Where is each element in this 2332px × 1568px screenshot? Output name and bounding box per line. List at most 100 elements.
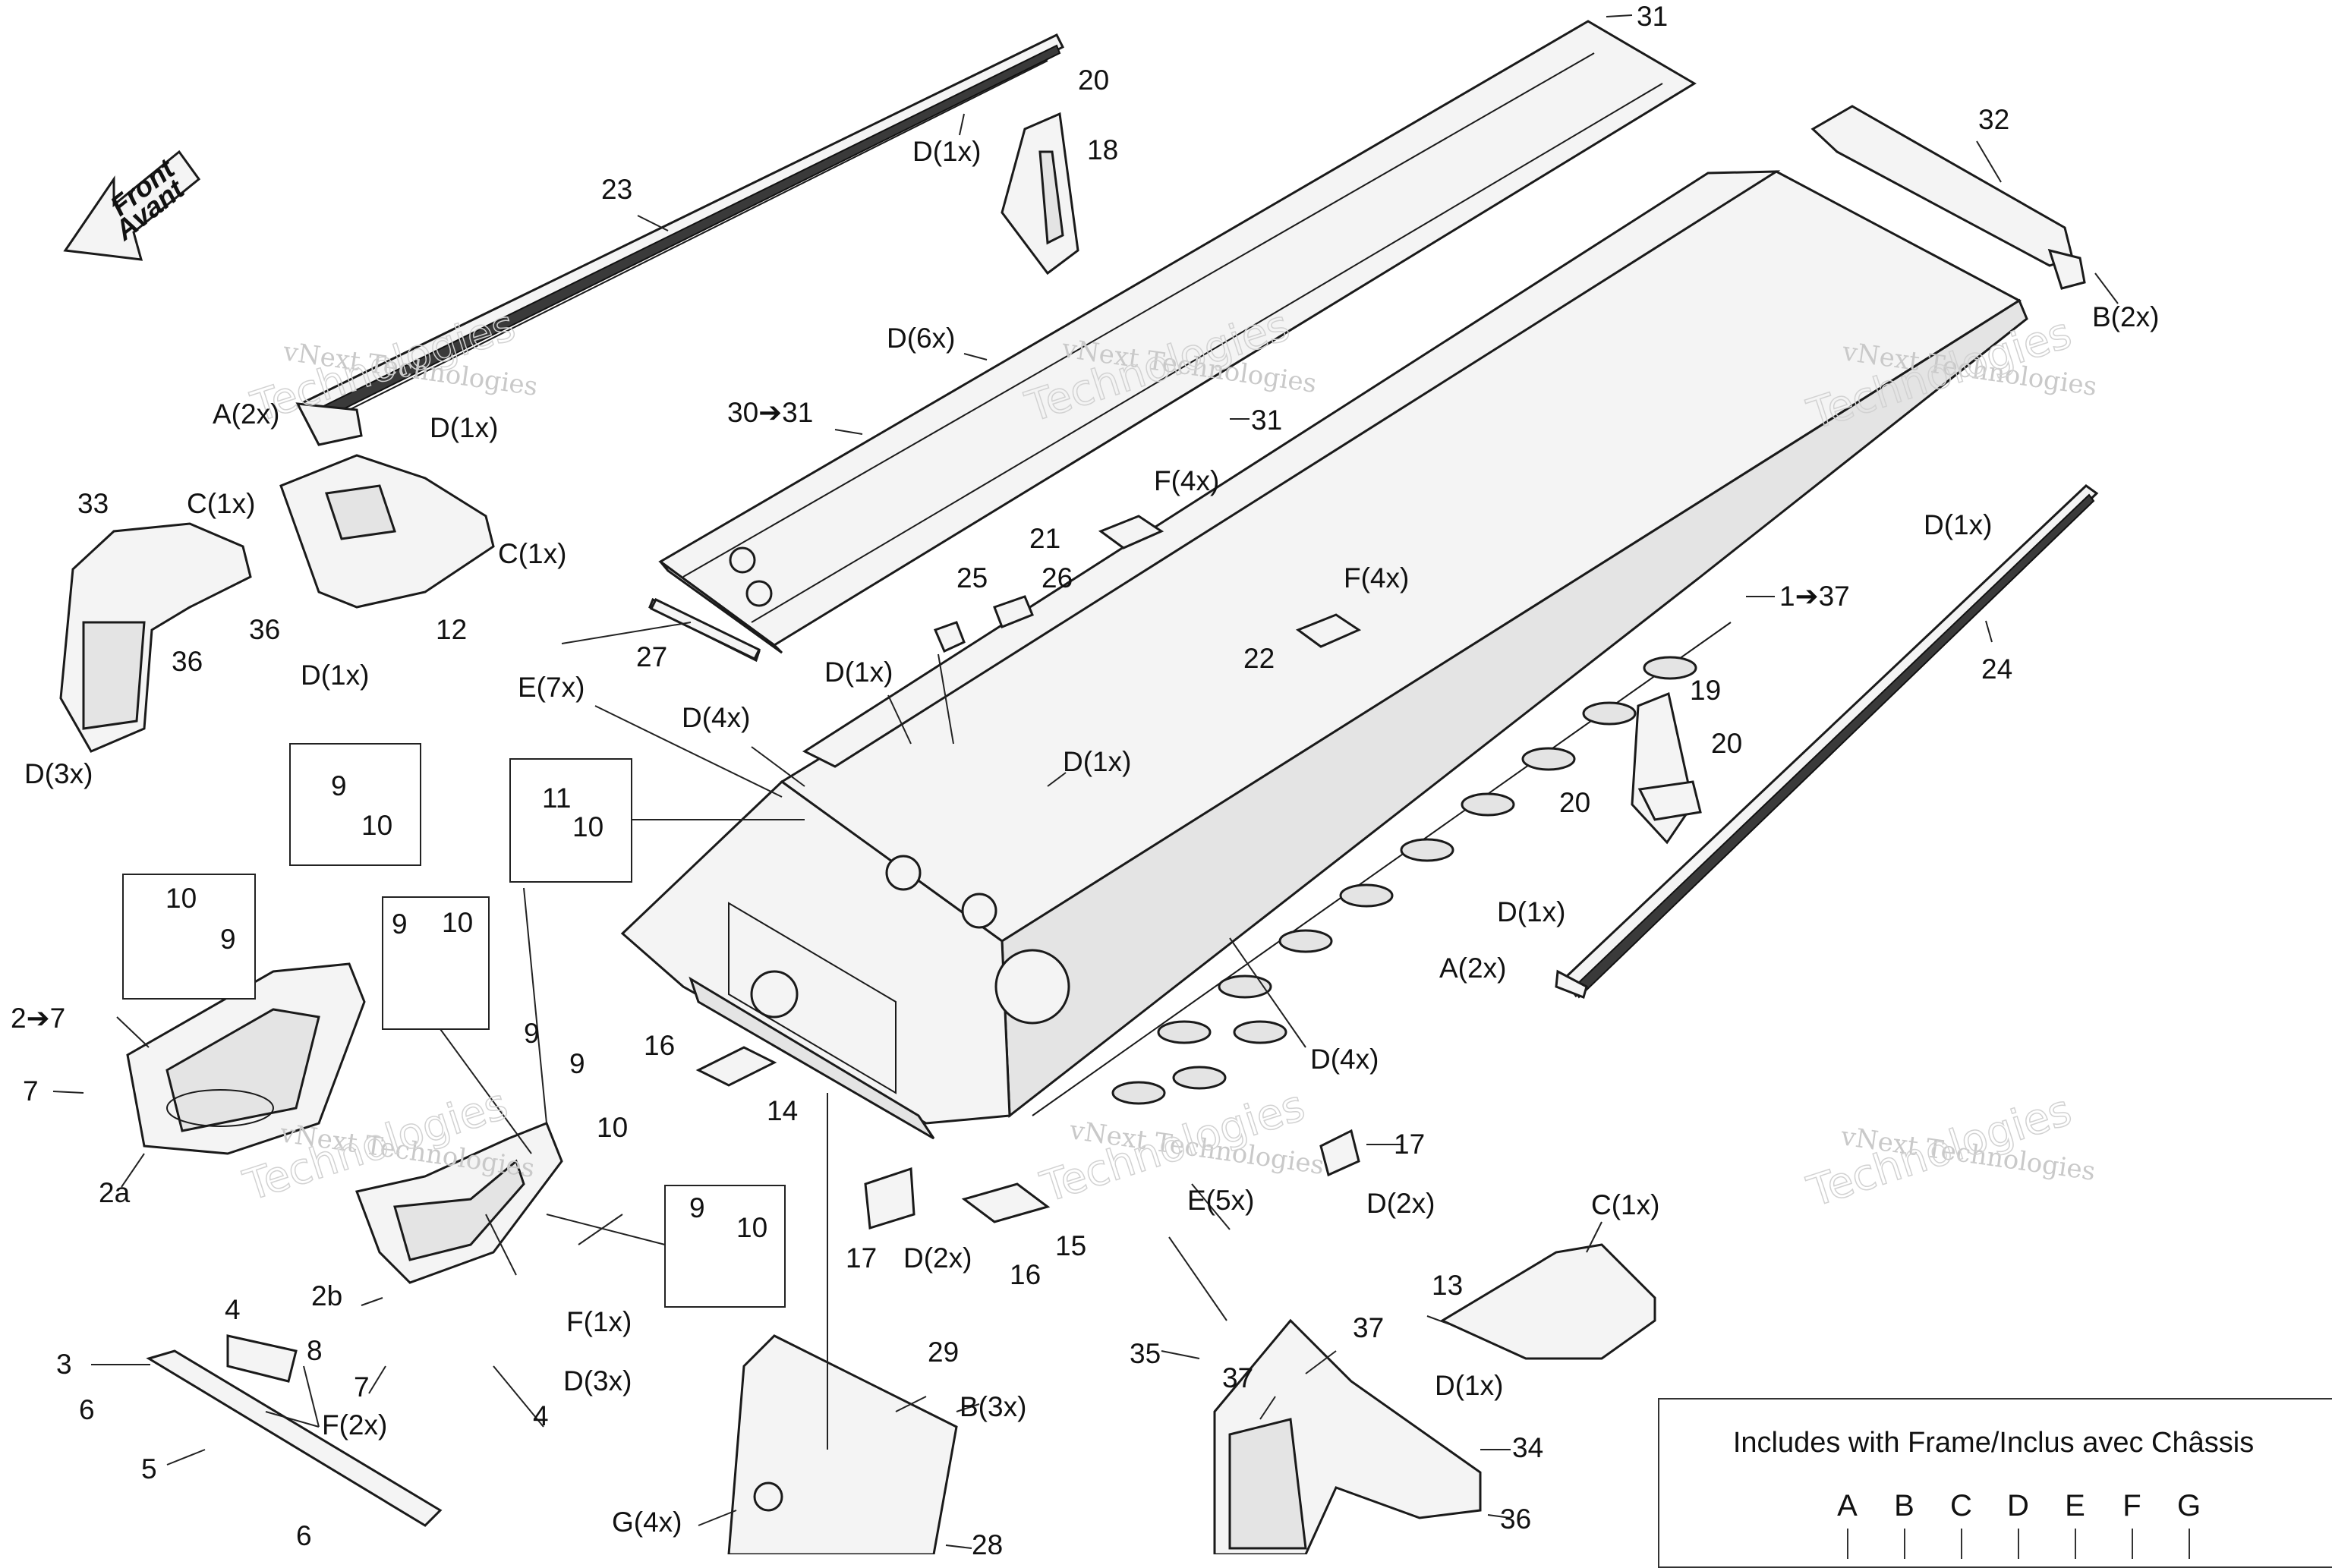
label-d2x-left: D(2x) [903, 1242, 972, 1274]
label-d1x-13: D(1x) [1435, 1370, 1503, 1401]
label-d3x-b: D(3x) [563, 1365, 632, 1396]
tunnel-1 [620, 170, 2028, 1140]
label-10-a: 10 [597, 1112, 628, 1143]
label-box1-10: 10 [361, 810, 392, 841]
label-30-31: 30➔31 [727, 397, 813, 428]
bar-3 [146, 1349, 443, 1527]
label-35: 35 [1130, 1338, 1161, 1369]
plate-15 [961, 1182, 1051, 1223]
label-21: 21 [1029, 523, 1060, 554]
hardware-box-9-10-a [289, 743, 421, 866]
legend-letter-b: B [1876, 1489, 1933, 1559]
label-f1x: F(1x) [566, 1306, 632, 1337]
label-box5-9: 9 [689, 1192, 705, 1223]
label-19: 19 [1690, 675, 1721, 706]
label-14: 14 [767, 1095, 798, 1126]
suspension-2b [355, 1122, 563, 1284]
label-box5-10: 10 [736, 1212, 767, 1243]
label-2-7: 2➔7 [11, 1003, 65, 1034]
label-d6x: D(6x) [887, 323, 955, 354]
part-25 [933, 621, 966, 653]
legend-letter-d: D [1990, 1489, 2047, 1559]
label-4-b: 4 [533, 1400, 549, 1431]
label-9-a: 9 [524, 1018, 540, 1049]
label-32: 32 [1978, 104, 2009, 135]
label-b3x: B(3x) [960, 1391, 1026, 1422]
label-7-b: 7 [354, 1371, 370, 1403]
label-d1x-right: D(1x) [1924, 509, 1992, 540]
rail-23 [295, 33, 1065, 446]
label-d1x-mid: D(1x) [824, 656, 893, 688]
bracket-33 [59, 522, 252, 753]
clip-21 [1098, 515, 1164, 549]
label-2a: 2a [99, 1177, 131, 1208]
label-a2x-right: A(2x) [1439, 952, 1506, 984]
label-8: 8 [307, 1335, 323, 1366]
label-34: 34 [1512, 1432, 1543, 1463]
label-20-b: 20 [1711, 728, 1742, 759]
label-28: 28 [972, 1529, 1003, 1554]
label-23: 23 [601, 174, 632, 205]
leader-lines [52, 14, 2119, 1549]
label-a2x-left: A(2x) [213, 398, 279, 430]
label-f4x-b: F(4x) [1344, 562, 1409, 594]
plate-14 [695, 1046, 777, 1087]
label-d1x-left: D(1x) [430, 412, 498, 443]
label-6-a: 6 [79, 1394, 95, 1425]
label-13: 13 [1432, 1270, 1463, 1301]
suspension-2a [126, 962, 366, 1155]
label-box4-9: 9 [392, 908, 408, 940]
label-22: 22 [1243, 643, 1275, 674]
tunnel-cutouts [1111, 656, 1697, 1105]
label-26: 26 [1042, 562, 1073, 594]
legend-letter-e: E [2047, 1489, 2104, 1559]
label-5: 5 [141, 1453, 157, 1485]
bracket-19 [1631, 691, 1702, 845]
label-d3x-a: D(3x) [24, 758, 93, 789]
bar-27 [649, 598, 761, 660]
label-20-c: 20 [1559, 787, 1590, 818]
hardware-box-10-9-a [122, 874, 256, 1000]
label-box1-9: 9 [331, 770, 347, 801]
label-31-top: 31 [1637, 1, 1668, 32]
label-f2x: F(2x) [322, 1409, 387, 1440]
label-20-top: 20 [1078, 65, 1109, 96]
legend-letter-f: F [2104, 1489, 2160, 1559]
legend-letter-c: C [1933, 1489, 1990, 1559]
label-g4x: G(4x) [612, 1507, 682, 1538]
label-box2-11: 11 [542, 782, 571, 814]
panel-28 [727, 1334, 958, 1554]
label-15: 15 [1055, 1230, 1086, 1261]
label-12: 12 [436, 614, 467, 645]
legend-box: Includes with Frame/Inclus avec Châssis … [1658, 1398, 2332, 1568]
label-2b: 2b [311, 1280, 342, 1311]
legend-letter-g: G [2160, 1489, 2217, 1559]
label-c1x-c: C(1x) [1591, 1189, 1659, 1220]
label-d1x-top: D(1x) [912, 136, 981, 167]
guard-13 [1439, 1243, 1656, 1360]
label-18: 18 [1087, 134, 1118, 165]
pad-17a [864, 1167, 915, 1230]
label-31-mid: 31 [1251, 405, 1282, 436]
label-36-b: 36 [172, 646, 203, 677]
label-33: 33 [77, 488, 109, 519]
label-29: 29 [928, 1337, 959, 1368]
bracket-12 [279, 454, 495, 609]
part-26 [993, 595, 1034, 628]
label-9-b: 9 [569, 1048, 585, 1079]
label-24: 24 [1981, 653, 2012, 685]
label-17-right: 17 [1394, 1129, 1425, 1160]
hardware-box-11-10 [509, 758, 632, 883]
label-b2x-top: B(2x) [2092, 301, 2159, 332]
label-36-a: 36 [249, 614, 280, 645]
label-27: 27 [636, 641, 667, 672]
bracket-18 [1001, 112, 1079, 276]
legend-letter-a: A [1819, 1489, 1876, 1559]
label-36-c: 36 [1500, 1503, 1531, 1535]
label-16-b: 16 [1010, 1259, 1041, 1290]
bracket-34 [1213, 1318, 1482, 1554]
label-d1x-12: D(1x) [301, 660, 369, 691]
label-17-left: 17 [846, 1242, 877, 1274]
clip-22 [1295, 613, 1362, 648]
label-d4x-a: D(4x) [682, 702, 750, 733]
